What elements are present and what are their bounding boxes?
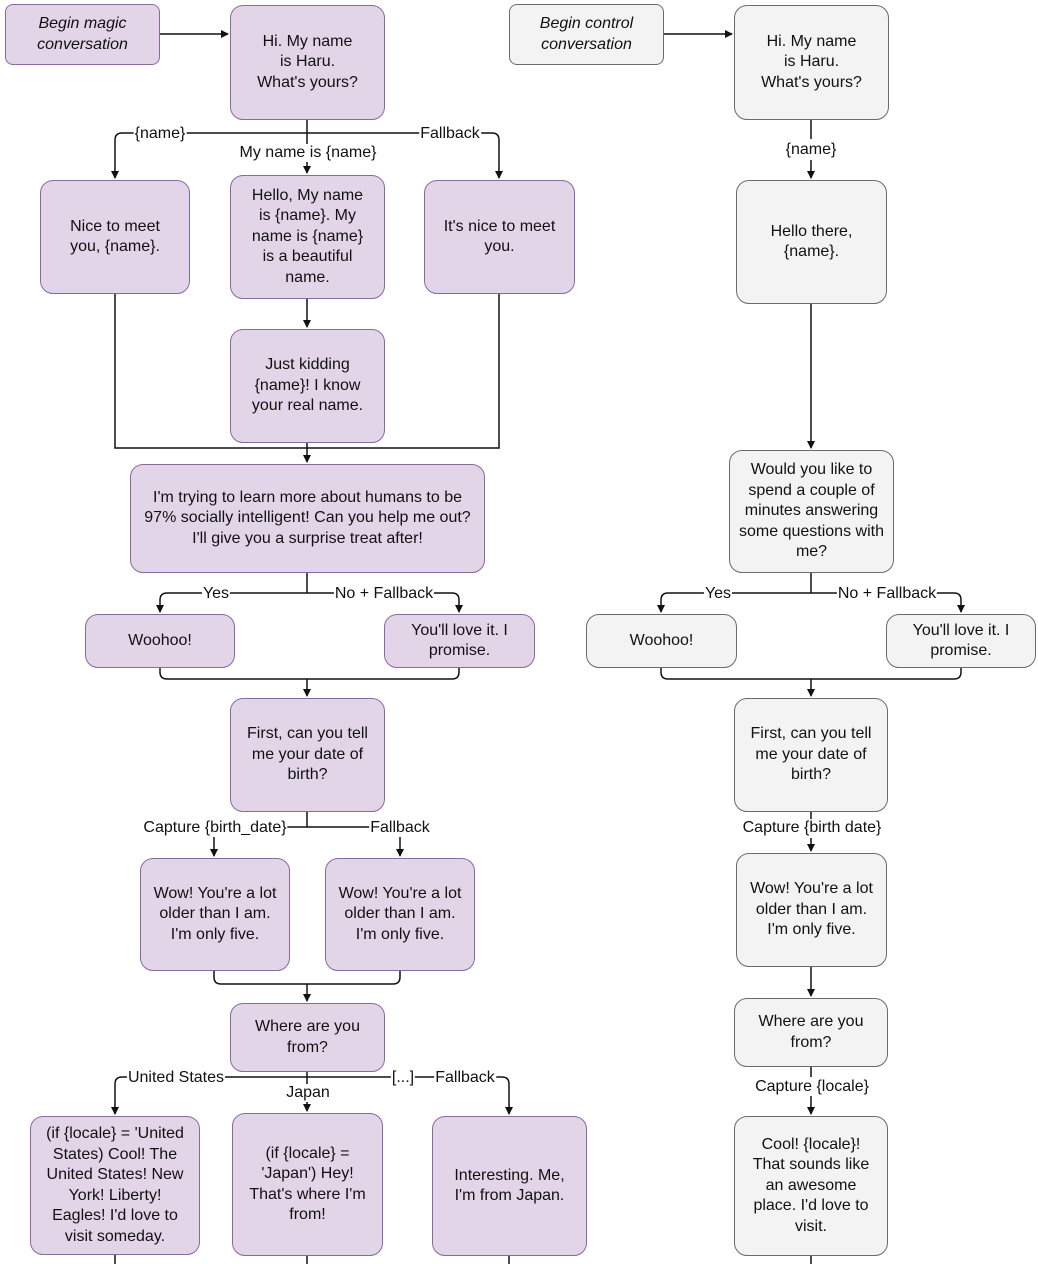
edge-control-woohoo-merge xyxy=(660,668,962,680)
magic-edge-label-japan: Japan xyxy=(285,1084,331,1102)
magic-nice-fallback-node: It's nice to meet you. xyxy=(424,180,575,294)
magic-just-kidding-node: Just kidding {name}! I know your real na… xyxy=(230,329,385,443)
magic-older-a-text: Wow! You're a lot older than I am. I'm o… xyxy=(153,884,277,943)
edge-magic-no xyxy=(307,592,463,613)
edge-magic-older-merge xyxy=(213,971,401,985)
magic-nice-fallback-text: It's nice to meet you. xyxy=(443,217,556,256)
magic-edge-label-us: United States xyxy=(126,1069,226,1087)
magic-hello-my-name-text: Hello, My name is {name}. My name is {na… xyxy=(251,186,364,286)
magic-fallback-reply-node: Interesting. Me, I'm from Japan. xyxy=(432,1116,587,1256)
control-hello-there-text: Hello there, {name}. xyxy=(770,222,853,261)
magic-older-a-node: Wow! You're a lot older than I am. I'm o… xyxy=(140,858,290,971)
control-where-from-node: Where are you from? xyxy=(734,998,888,1067)
magic-greeting-text: Hi. My name is Haru. What's yours? xyxy=(257,32,358,91)
edge-magic-woohoo-merge xyxy=(159,668,460,680)
edge-magic-fallback xyxy=(307,132,503,179)
control-edge-label-name: {name} xyxy=(784,141,838,159)
magic-hello-my-name-node: Hello, My name is {name}. My name is {na… xyxy=(230,175,385,299)
control-spend-minutes-node: Would you like to spend a couple of minu… xyxy=(729,450,894,573)
magic-japan-reply-node: (if {locale} = 'Japan') Hey! That's wher… xyxy=(232,1113,383,1256)
magic-edge-label-fallback2: Fallback xyxy=(369,819,431,837)
edge-magic-name xyxy=(111,132,307,179)
magic-woohoo-node: Woohoo! xyxy=(85,614,235,668)
magic-older-b-text: Wow! You're a lot older than I am. I'm o… xyxy=(338,884,462,943)
edge-control-no xyxy=(811,592,965,613)
magic-greeting-node: Hi. My name is Haru. What's yours? xyxy=(230,5,385,120)
control-woohoo-node: Woohoo! xyxy=(586,614,737,668)
magic-fallback-reply-text: Interesting. Me, I'm from Japan. xyxy=(454,1166,565,1205)
magic-older-b-node: Wow! You're a lot older than I am. I'm o… xyxy=(325,858,475,971)
control-dob-question-text: First, can you tell me your date of birt… xyxy=(750,725,872,784)
control-where-from-text: Where are you from? xyxy=(758,1013,864,1051)
magic-love-it-text: You'll love it. I promise. xyxy=(411,621,508,660)
magic-edge-label-capture-birth: Capture {birth_date} xyxy=(142,819,288,837)
control-spend-minutes-text: Would you like to spend a couple of minu… xyxy=(739,461,884,561)
control-edge-label-capture-birth: Capture {birth date} xyxy=(741,819,883,837)
magic-edge-label-fallback3: Fallback xyxy=(434,1069,496,1087)
control-woohoo-text: Woohoo! xyxy=(629,631,694,649)
magic-dob-question-node: First, can you tell me your date of birt… xyxy=(230,698,385,812)
control-locale-reply-text: Cool! {locale}! That sounds like an awes… xyxy=(752,1135,870,1235)
control-love-it-node: You'll love it. I promise. xyxy=(886,614,1036,668)
control-love-it-text: You'll love it. I promise. xyxy=(912,621,1010,660)
control-start-text: Begin control conversation xyxy=(539,15,634,53)
control-greeting-text: Hi. My name is Haru. What's yours? xyxy=(761,32,862,91)
magic-edge-label-fallback: Fallback xyxy=(419,125,481,143)
magic-edge-label-yes: Yes xyxy=(201,585,231,603)
control-older-text: Wow! You're a lot older than I am. I'm o… xyxy=(750,880,873,939)
magic-learn-humans-text: I'm trying to learn more about humans to… xyxy=(144,488,471,547)
edge-magic-fallback3 xyxy=(307,1076,513,1115)
edge-magic-nice-merge xyxy=(114,294,307,449)
magic-us-reply-text: (if {locale} = 'United States) Cool! The… xyxy=(46,1125,184,1245)
control-edge-label-capture-locale: Capture {locale} xyxy=(754,1078,870,1096)
magic-just-kidding-text: Just kidding {name}! I know your real na… xyxy=(251,356,364,415)
magic-nice-to-meet-node: Nice to meet you, {name}. xyxy=(40,180,190,294)
magic-edge-label-no-fallback: No + Fallback xyxy=(333,585,435,603)
magic-edge-label-name: {name} xyxy=(133,125,187,143)
edge-control-yes xyxy=(657,592,811,613)
edge-magic-fallback-merge xyxy=(307,294,500,449)
edge-magic-us xyxy=(111,1076,307,1115)
magic-japan-reply-text: (if {locale} = 'Japan') Hey! That's wher… xyxy=(249,1144,366,1224)
control-edge-label-no-fallback: No + Fallback xyxy=(836,585,938,603)
magic-start-text: Begin magic conversation xyxy=(37,15,128,53)
control-locale-reply-node: Cool! {locale}! That sounds like an awes… xyxy=(734,1116,888,1256)
edge-magic-yes xyxy=(156,592,307,613)
control-edge-label-yes: Yes xyxy=(703,585,733,603)
magic-love-it-node: You'll love it. I promise. xyxy=(384,614,535,668)
control-greeting-node: Hi. My name is Haru. What's yours? xyxy=(734,5,889,120)
magic-us-reply-node: (if {locale} = 'United States) Cool! The… xyxy=(30,1116,200,1255)
magic-where-from-text: Where are you from? xyxy=(255,1018,360,1056)
magic-learn-humans-node: I'm trying to learn more about humans to… xyxy=(130,464,485,573)
control-dob-question-node: First, can you tell me your date of birt… xyxy=(734,698,888,812)
magic-start-node: Begin magic conversation xyxy=(5,4,160,65)
magic-edge-label-my-name: My name is {name} xyxy=(238,144,378,162)
magic-woohoo-text: Woohoo! xyxy=(128,631,192,649)
magic-dob-question-text: First, can you tell me your date of birt… xyxy=(247,725,368,784)
control-older-node: Wow! You're a lot older than I am. I'm o… xyxy=(736,853,887,967)
control-start-node: Begin control conversation xyxy=(509,4,664,65)
control-hello-there-node: Hello there, {name}. xyxy=(736,180,887,304)
magic-edge-label-ellipsis: [...] xyxy=(390,1069,416,1087)
magic-where-from-node: Where are you from? xyxy=(230,1003,385,1072)
magic-nice-to-meet-text: Nice to meet you, {name}. xyxy=(70,217,160,256)
